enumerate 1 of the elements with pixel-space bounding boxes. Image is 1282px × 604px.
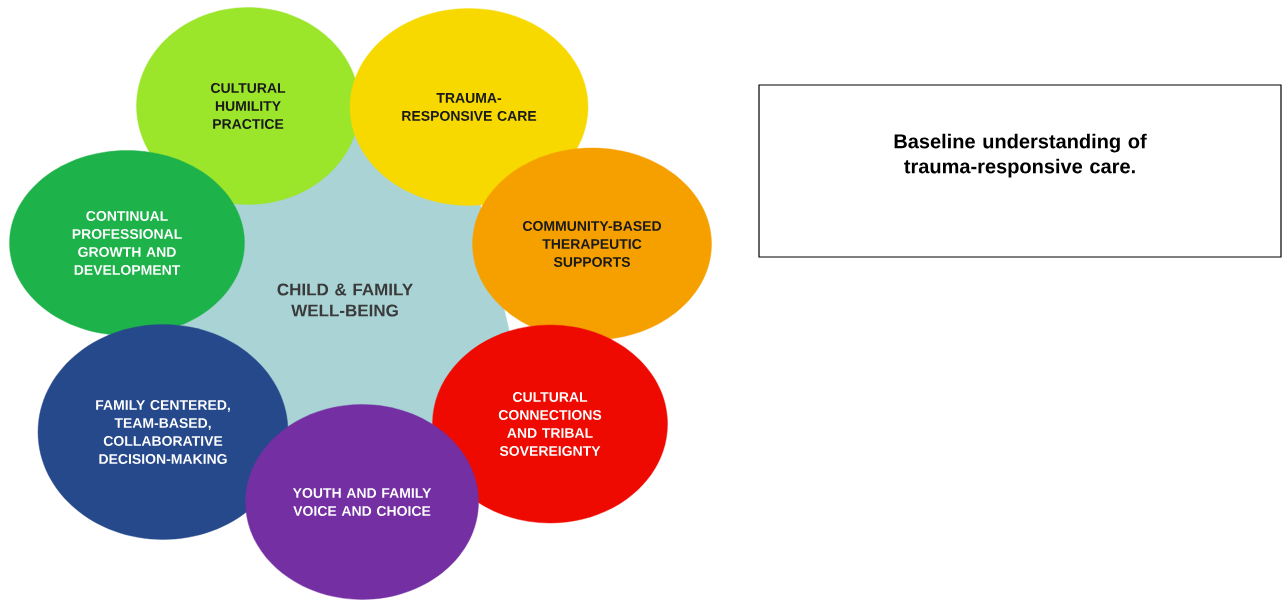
- text-box: Baseline understanding of trauma-responsive care.: [758, 84, 1282, 258]
